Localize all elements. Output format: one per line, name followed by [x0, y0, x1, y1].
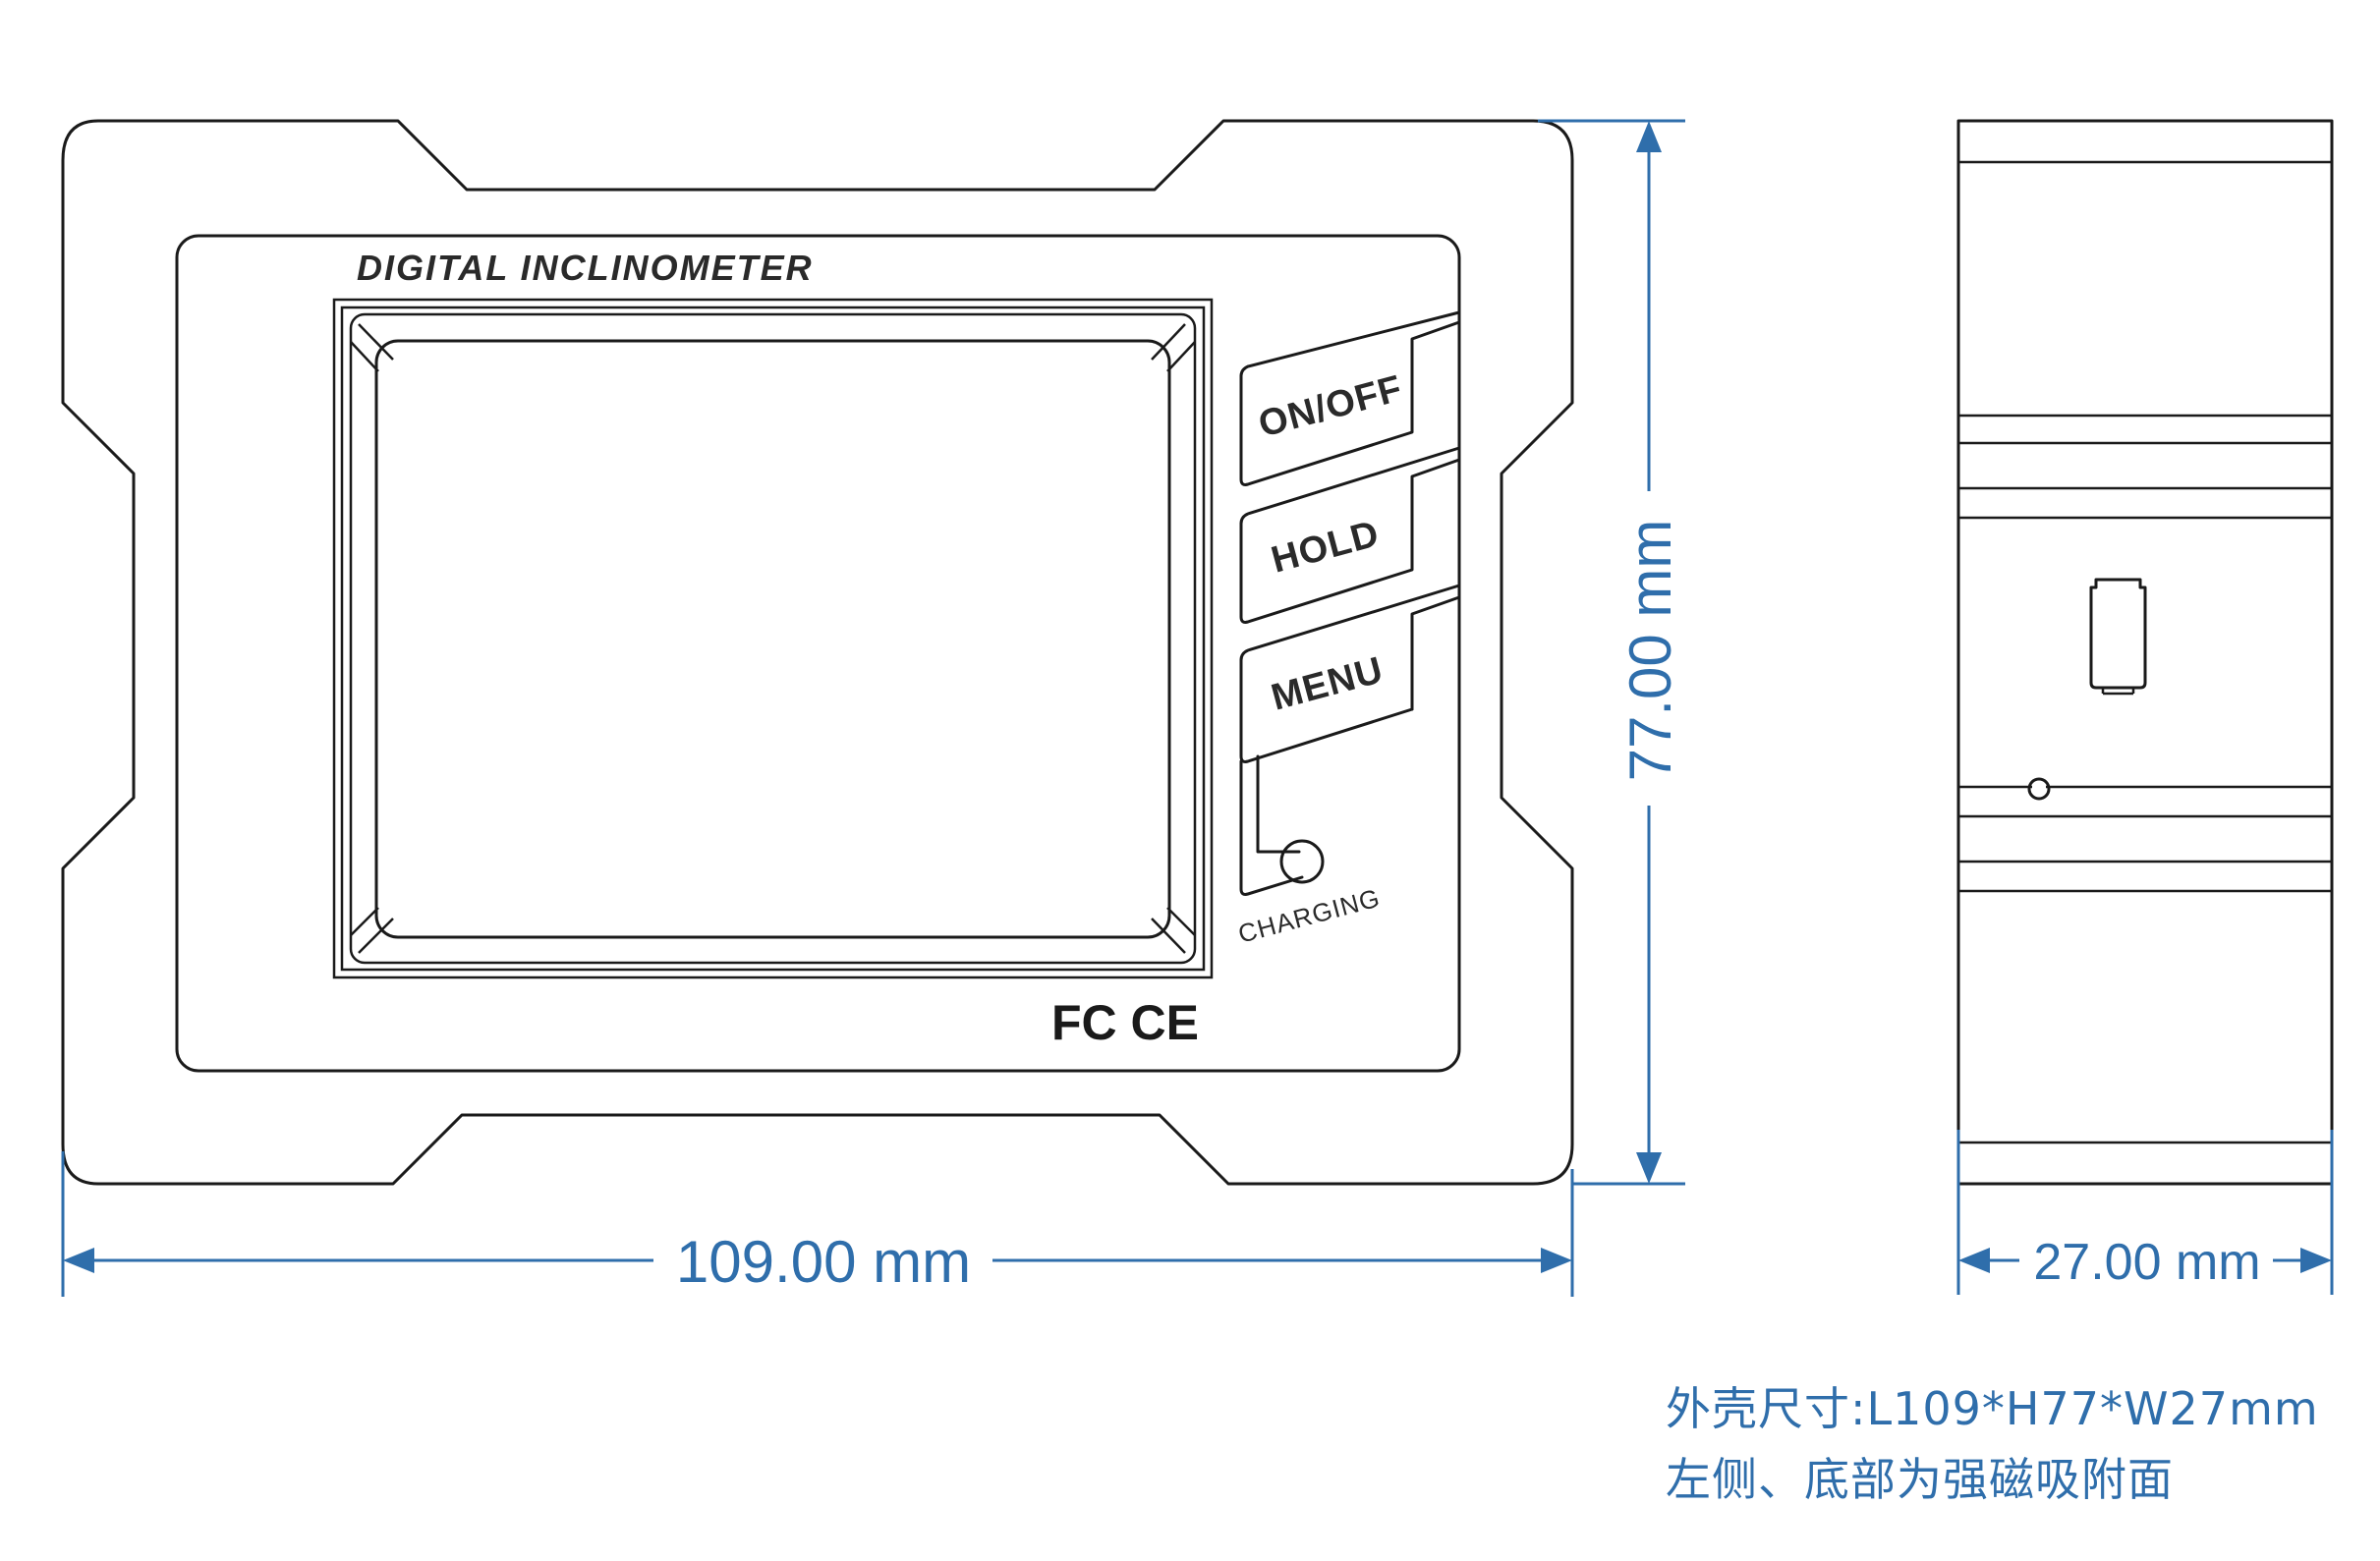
depth-label: 27.00 mm — [2033, 1234, 2260, 1291]
side-housing — [1956, 119, 2334, 1186]
side-indicator-hole — [2027, 777, 2051, 801]
device-title: DIGITAL INCLINOMETER — [357, 248, 814, 288]
hold-label: HOLD — [1267, 513, 1384, 581]
on-off-label: ON/OFF — [1254, 367, 1406, 445]
face-panel — [175, 234, 1461, 1073]
depth-dimension: 27.00 mm — [1956, 1130, 2334, 1295]
front-housing-outline — [61, 119, 1574, 1186]
height-dimension: 77.00 mm — [1538, 119, 1685, 1186]
usb-port[interactable] — [2089, 578, 2147, 690]
width-label: 109.00 mm — [676, 1229, 971, 1295]
screen-corner-marks — [350, 323, 1196, 954]
width-dimension: 109.00 mm — [61, 1151, 1574, 1297]
side-view — [1956, 119, 2334, 1186]
note-housing-size: 外壳尺寸:L109*H77*W27mm — [1666, 1382, 2319, 1435]
display-screen[interactable] — [374, 339, 1171, 939]
menu-label: MENU — [1267, 649, 1388, 719]
certification-marks: FC CE — [1051, 995, 1199, 1050]
menu-button[interactable]: MENU — [1239, 584, 1461, 763]
screen-bezel — [332, 298, 1214, 979]
note-magnetic-surfaces: 左侧、底部为强磁吸附面 — [1666, 1453, 2174, 1506]
screen-bezel-inner — [340, 306, 1206, 972]
charging-led — [1279, 839, 1325, 884]
charging-indicator: CHARGING — [1235, 707, 1414, 949]
height-label: 77.00 mm — [1617, 520, 1683, 782]
display-frame — [349, 312, 1197, 965]
